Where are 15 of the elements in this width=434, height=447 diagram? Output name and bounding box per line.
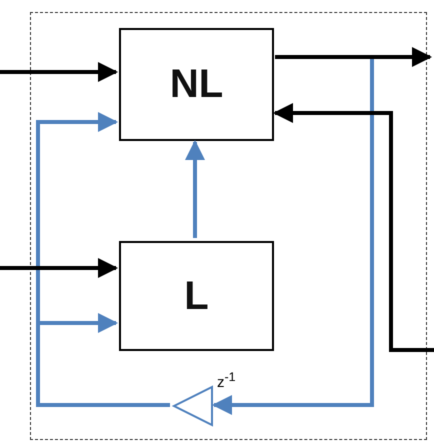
arrow xyxy=(185,140,205,238)
connector-line xyxy=(36,323,170,407)
system-boundary xyxy=(30,12,427,440)
arrow xyxy=(273,103,434,352)
block-label: NL xyxy=(170,62,224,107)
block-box xyxy=(119,241,274,351)
arrow xyxy=(275,47,432,67)
block-label: L xyxy=(184,274,209,318)
delay-label: z$^{-1}$ xyxy=(217,370,236,391)
block-box xyxy=(119,28,274,141)
arrow xyxy=(0,62,118,82)
arrow xyxy=(212,57,374,415)
arrow xyxy=(36,112,118,323)
arrow xyxy=(0,258,118,278)
arrow xyxy=(38,313,118,333)
